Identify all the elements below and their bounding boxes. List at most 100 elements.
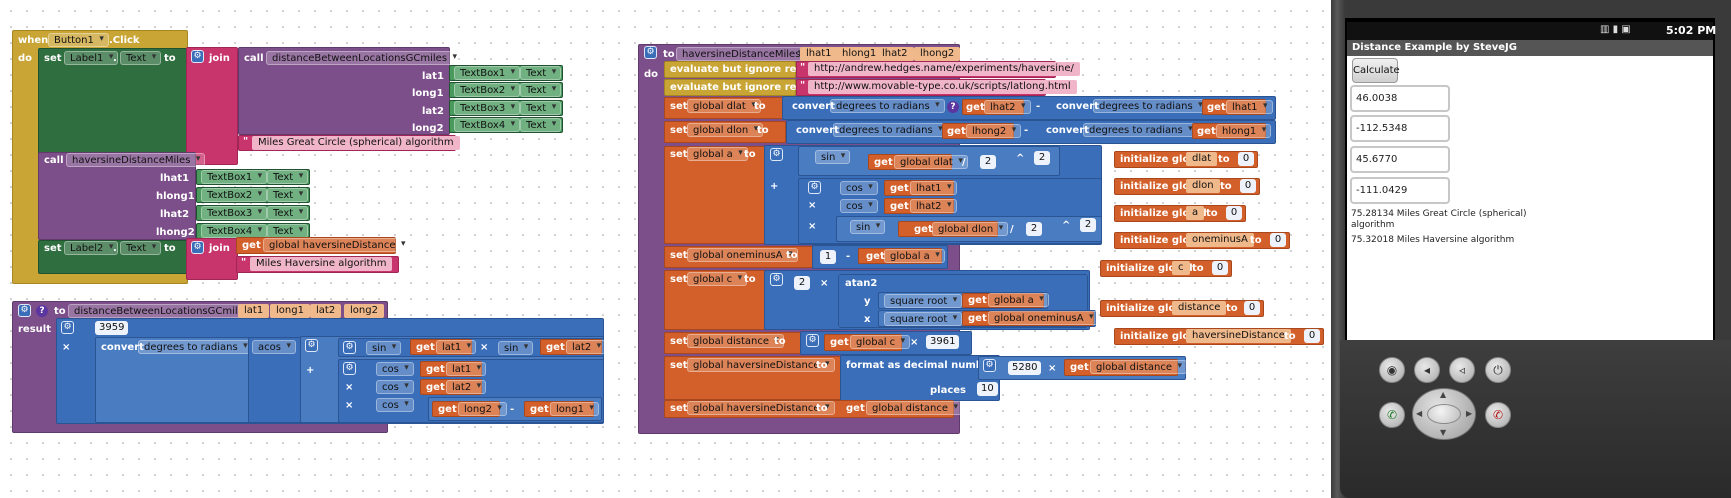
hav-textbox3-dropdown[interactable]: TextBox3 (201, 206, 268, 220)
c-multiply-gear-icon[interactable]: ⚙ (770, 273, 783, 286)
hav-textbox2-text-dropdown[interactable]: Text (267, 188, 309, 202)
distance-gear-icon[interactable]: ⚙ (806, 334, 819, 347)
dlon-dropdown[interactable]: global dlon (687, 123, 764, 137)
textbox-long2[interactable]: -111.0429 (1350, 177, 1450, 204)
c-in-distance-dropdown[interactable]: global c (850, 335, 911, 349)
dlat-in-a-dropdown[interactable]: global dlat (894, 155, 968, 169)
volume-up-icon[interactable]: ◃ (1449, 357, 1475, 383)
calculate-button[interactable]: Calculate (1352, 58, 1400, 83)
text-property-dropdown[interactable]: Text (120, 51, 162, 65)
init-dlon-value[interactable]: 0 (1240, 179, 1256, 193)
dlat-convert-mode[interactable]: degrees to radians (830, 99, 945, 113)
init-c-name[interactable]: c (1172, 261, 1190, 275)
camera-icon[interactable]: ◉ (1379, 357, 1405, 383)
gc-label-string[interactable]: Miles Great Circle (spherical) algorithm (252, 136, 460, 150)
init-a-value[interactable]: 0 (1226, 206, 1242, 220)
url2-string[interactable]: http://www.movable-type.co.uk/scripts/la… (808, 80, 1077, 94)
hav-textbox3-text-dropdown[interactable]: Text (267, 206, 309, 220)
a-in-sqrt-dropdown[interactable]: global a (988, 293, 1049, 307)
distance-in-format-dropdown[interactable]: global distance (1090, 360, 1188, 374)
c-two[interactable]: 2 (794, 276, 810, 290)
param-long2[interactable]: long2 (344, 304, 384, 318)
oneminusa-dropdown[interactable]: global oneminusA (687, 248, 798, 262)
button1-dropdown[interactable]: Button1 (48, 33, 109, 47)
evaluate-block-2[interactable] (664, 79, 796, 96)
c-dropdown[interactable]: global c (687, 272, 748, 286)
join-block[interactable] (186, 47, 238, 165)
places-value[interactable]: 10 (977, 382, 998, 396)
param-lhat1[interactable]: lhat1 (800, 47, 838, 61)
init-dlon-name[interactable]: dlon (1186, 179, 1220, 193)
gc-multiply-gear-icon[interactable]: ⚙ (61, 321, 74, 334)
a-exponent-1[interactable]: 2 (1034, 151, 1050, 165)
textbox-lat1[interactable]: 46.0038 (1350, 85, 1450, 112)
cos-lat2-fn[interactable]: cos (376, 380, 414, 394)
dpad-center-button[interactable] (1427, 404, 1461, 424)
global-haversine-dropdown[interactable]: global haversineDistance (263, 238, 411, 252)
textbox1-dropdown[interactable]: TextBox1 (454, 66, 521, 80)
lat1-b-dropdown[interactable]: lat1 (446, 362, 487, 376)
long2-dropdown[interactable]: long2 (458, 402, 507, 416)
a-cos-2-fn[interactable]: cos (840, 199, 878, 213)
hav-textbox4-text-dropdown[interactable]: Text (267, 224, 309, 238)
dlat-convert-mode-2[interactable]: degrees to radians (1093, 99, 1208, 113)
dlat-dropdown[interactable]: global dlat (687, 99, 761, 113)
gc-miles-proc-dropdown[interactable]: distanceBetweenLocationsGCmiles (266, 51, 463, 65)
a-product-gear-icon[interactable]: ⚙ (808, 181, 821, 194)
a-cos-1-fn[interactable]: cos (840, 181, 878, 195)
feet-per-mile[interactable]: 5280 (1008, 361, 1042, 375)
a-divisor-2[interactable]: 2 (1026, 222, 1042, 236)
gc-sin-product-gear-icon[interactable]: ⚙ (343, 341, 356, 354)
hav-proc-name[interactable]: haversineDistanceMiles (676, 47, 808, 61)
call-icon[interactable]: ✆ (1379, 402, 1405, 428)
a-plus-gear-icon[interactable]: ⚙ (770, 148, 783, 161)
textbox1-text-dropdown[interactable]: Text (520, 66, 562, 80)
hav-textbox2-dropdown[interactable]: TextBox2 (201, 188, 268, 202)
hav-proc-gear-icon[interactable]: ⚙ (644, 46, 657, 59)
long1-dropdown[interactable]: long1 (550, 402, 599, 416)
init-haversine-name[interactable]: haversineDistance (1186, 329, 1291, 343)
textbox3-text-dropdown[interactable]: Text (520, 101, 562, 115)
init-distance-value[interactable]: 0 (1244, 301, 1260, 315)
label1-dropdown[interactable]: Label1 (64, 51, 119, 65)
sin-lat2-fn[interactable]: sin (498, 341, 534, 355)
sqrt-a-fn[interactable]: square root (884, 294, 963, 308)
a-sin-2-fn[interactable]: sin (850, 220, 886, 234)
mutator-gear-icon[interactable]: ⚙ (191, 50, 204, 63)
gc-cos-product-gear-icon[interactable]: ⚙ (343, 362, 356, 375)
hav-textbox4-dropdown[interactable]: TextBox4 (201, 224, 268, 238)
textbox-long1[interactable]: -112.5348 (1350, 115, 1450, 142)
gc-proc-gear-icon[interactable]: ⚙ (18, 304, 31, 317)
hlong1-dropdown[interactable]: hlong1 (1216, 124, 1272, 138)
init-oneminusa-name[interactable]: oneminusA (1186, 233, 1254, 247)
haversine-proc-dropdown[interactable]: haversineDistanceMiles (66, 153, 206, 167)
distance-dropdown[interactable]: global distance (687, 334, 785, 348)
textbox4-dropdown[interactable]: TextBox4 (454, 118, 521, 132)
earth-radius-miles[interactable]: 3959 (95, 321, 129, 335)
textbox2-text-dropdown[interactable]: Text (520, 83, 562, 97)
cos-diff-fn[interactable]: cos (376, 398, 414, 412)
evaluate-block-1[interactable] (664, 61, 796, 78)
cos-lat1-fn[interactable]: cos (376, 362, 414, 376)
param-lhong2[interactable]: lhong2 (914, 47, 961, 61)
lhong2-dropdown[interactable]: lhong2 (966, 124, 1022, 138)
oneminusa-in-sqrt-dropdown[interactable]: global oneminusA (988, 311, 1099, 325)
a-exponent-2[interactable]: 2 (1080, 218, 1096, 232)
init-dlat-name[interactable]: dlat (1186, 152, 1218, 166)
label2-text-dropdown[interactable]: Text (120, 241, 162, 255)
join2-gear-icon[interactable]: ⚙ (191, 241, 204, 254)
sin-lat1-fn[interactable]: sin (366, 341, 402, 355)
gc-convert-mode-dropdown[interactable]: degrees to radians (138, 340, 253, 354)
dlat-help-icon[interactable]: ? (947, 101, 959, 113)
init-a-name[interactable]: a (1186, 206, 1205, 220)
param-lhat2[interactable]: lhat2 (876, 47, 914, 61)
gc-plus-gear-icon[interactable]: ⚙ (305, 339, 318, 352)
a-divisor-1[interactable]: 2 (980, 155, 996, 169)
a-in-oneminusa-dropdown[interactable]: global a (884, 249, 945, 263)
sqrt-oneminusa-fn[interactable]: square root (884, 312, 963, 326)
param-hlong1[interactable]: hlong1 (836, 47, 883, 61)
lat2-a-dropdown[interactable]: lat2 (566, 340, 607, 354)
init-haversine-value[interactable]: 0 (1304, 329, 1320, 343)
hav-textbox1-text-dropdown[interactable]: Text (267, 170, 309, 184)
a-dropdown[interactable]: global a (687, 147, 748, 161)
